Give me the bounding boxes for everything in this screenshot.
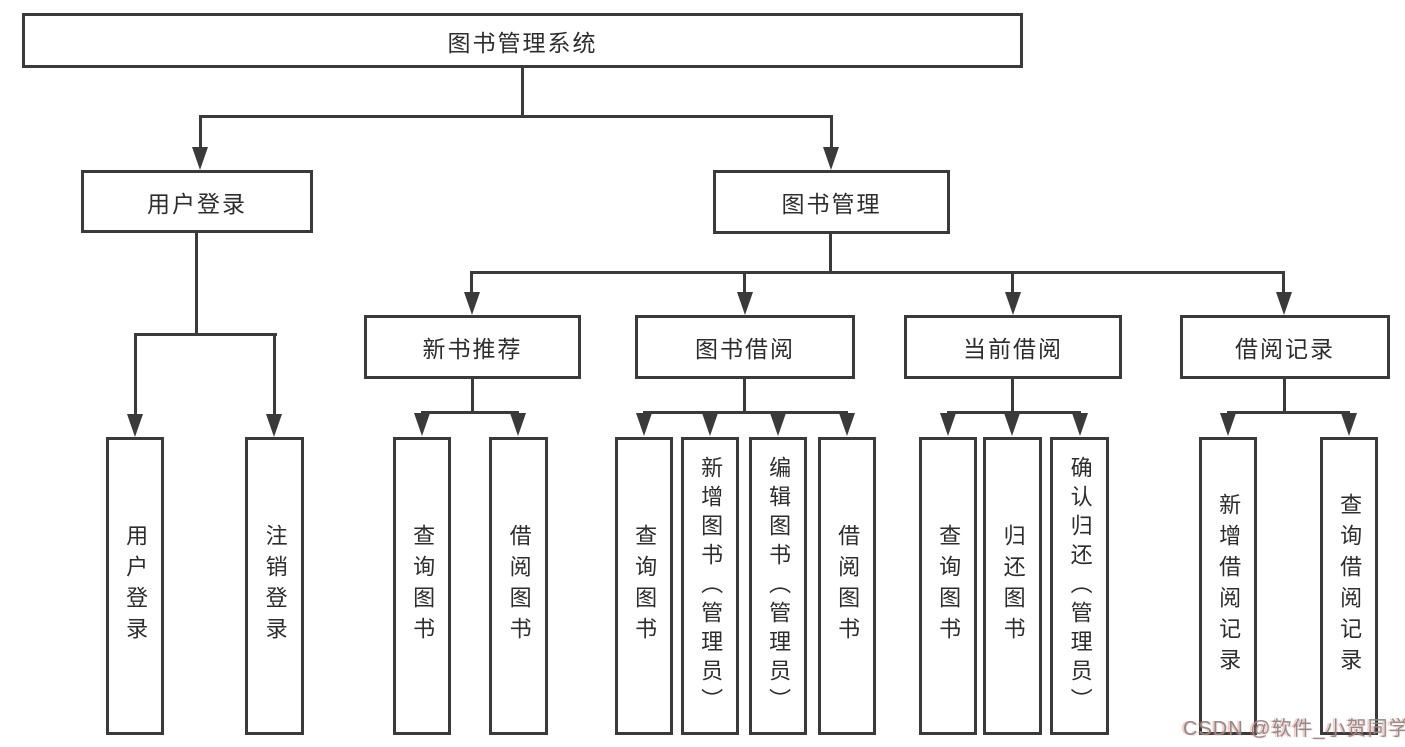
connector-line	[829, 234, 832, 274]
arrow-down-icon	[770, 413, 786, 436]
connector-line	[830, 115, 833, 151]
arrow-down-icon	[823, 147, 839, 170]
leaf-borrow-books: 借阅图书	[818, 437, 876, 735]
arrow-down-icon	[1072, 413, 1088, 436]
node-label: 查询图书	[936, 524, 962, 648]
leaf-confirm-return-admin: 确认归还（管理员）	[1050, 437, 1109, 735]
arrow-down-icon	[1341, 413, 1357, 436]
connector-line	[134, 333, 277, 336]
connector-line	[521, 68, 524, 118]
node-label: 当前借阅	[963, 336, 1063, 362]
node-label: 新增借阅记录	[1216, 493, 1242, 679]
connector-line	[1282, 271, 1285, 296]
arrow-down-icon	[1005, 292, 1021, 315]
arrow-down-icon	[702, 413, 718, 436]
leaf-query-books-recommend: 查询图书	[393, 437, 451, 735]
connector-line	[1011, 379, 1014, 414]
node-label: 图书管理	[781, 191, 882, 217]
csdn-watermark: CSDN @软件_小贺同学	[1183, 718, 1405, 740]
arrow-down-icon	[464, 292, 480, 315]
connector-line	[1227, 411, 1350, 414]
connector-line	[421, 411, 519, 414]
node-label: 图书管理系统	[447, 29, 598, 56]
connector-line	[470, 271, 473, 296]
arrow-down-icon	[1220, 413, 1236, 436]
arrow-down-icon	[192, 147, 208, 170]
node-label: 查询图书	[410, 524, 436, 648]
connector-line	[1011, 271, 1014, 296]
node-new-book-recommend: 新书推荐	[364, 315, 581, 379]
node-label: 借阅图书	[835, 524, 861, 648]
connector-line	[947, 411, 1081, 414]
connector-line	[470, 271, 1285, 274]
leaf-borrow-books-recommend: 借阅图书	[489, 437, 548, 735]
node-label: 用户登录	[147, 190, 247, 217]
arrow-down-icon	[414, 413, 430, 436]
connector-line	[195, 233, 198, 336]
node-current-borrow: 当前借阅	[904, 315, 1122, 379]
connector-line	[471, 379, 474, 414]
node-label: 用户登录	[123, 524, 149, 648]
node-label: 借阅图书	[506, 524, 532, 648]
arrow-down-icon	[1276, 292, 1292, 315]
connector-line	[199, 115, 202, 151]
node-label: 新书推荐	[422, 336, 523, 362]
connector-line	[273, 333, 276, 417]
leaf-user-login: 用户登录	[106, 437, 164, 735]
node-book-borrow: 图书借阅	[635, 315, 855, 379]
node-label: 新增图书（管理员）	[698, 455, 724, 717]
arrow-down-icon	[636, 413, 652, 436]
leaf-edit-books-admin: 编辑图书（管理员）	[749, 437, 807, 735]
arrow-down-icon	[737, 292, 753, 315]
connector-line	[743, 271, 746, 296]
node-label: 编辑图书（管理员）	[766, 455, 792, 717]
node-borrow-records: 借阅记录	[1180, 315, 1390, 379]
node-label: 归还图书	[1000, 524, 1026, 648]
arrow-down-icon	[266, 414, 282, 437]
node-label: 图书借阅	[695, 336, 795, 362]
connector-line	[743, 379, 746, 414]
leaf-add-borrow-record: 新增借阅记录	[1199, 437, 1257, 735]
arrow-down-icon	[1004, 413, 1020, 436]
leaf-query-books-current: 查询图书	[919, 437, 977, 735]
arrow-down-icon	[127, 414, 143, 437]
node-book-management: 图书管理	[713, 170, 950, 234]
leaf-return-books: 归还图书	[983, 437, 1042, 735]
node-label: 查询图书	[632, 524, 658, 648]
connector-line	[643, 411, 848, 414]
node-user-login: 用户登录	[81, 170, 313, 233]
connector-line	[134, 333, 137, 417]
leaf-add-books-admin: 新增图书（管理员）	[681, 437, 739, 735]
leaf-query-borrow-record: 查询借阅记录	[1320, 437, 1378, 735]
connector-line	[1283, 379, 1286, 414]
connector-line	[199, 115, 833, 118]
leaf-query-books-borrow: 查询图书	[615, 437, 673, 735]
arrow-down-icon	[510, 413, 526, 436]
node-label: 确认归还（管理员）	[1067, 455, 1093, 717]
node-label: 注销登录	[262, 524, 288, 648]
node-label: 查询借阅记录	[1337, 493, 1363, 679]
arrow-down-icon	[839, 413, 855, 436]
node-label: 借阅记录	[1235, 336, 1335, 362]
arrow-down-icon	[940, 413, 956, 436]
leaf-logout-login: 注销登录	[245, 437, 304, 735]
node-library-management-system: 图书管理系统	[22, 13, 1023, 68]
